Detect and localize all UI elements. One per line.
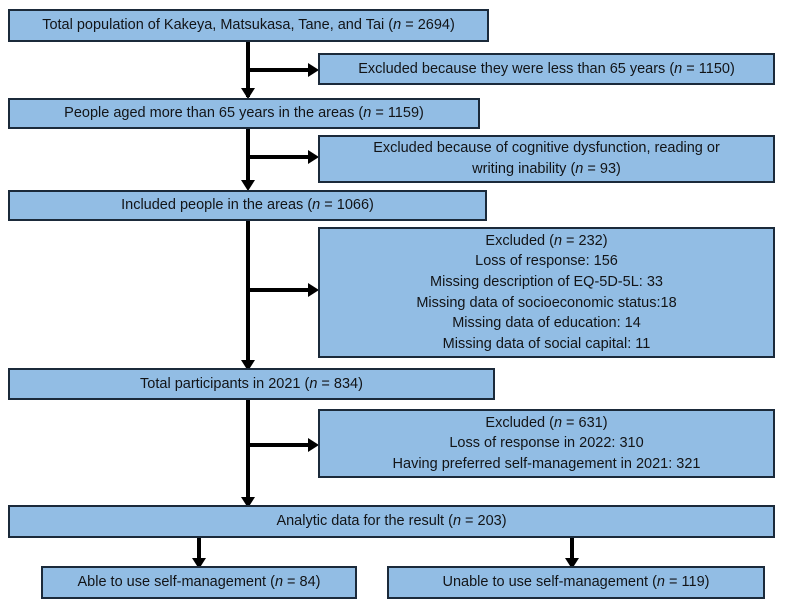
node-total-participants-2021: Total participants in 2021 (n = 834) [8, 368, 495, 400]
node-excluded-under-65-label: Excluded because they were less than 65 … [358, 60, 735, 77]
node-excluded-232-label: Excluded (n = 232) Loss of response: 156… [416, 232, 677, 352]
node-excluded-631-label: Excluded (n = 631) Loss of response in 2… [392, 414, 701, 472]
node-over-65-label: People aged more than 65 years in the ar… [64, 105, 424, 122]
node-included-people: Included people in the areas (n = 1066) [8, 190, 487, 221]
connector-v-5-right [570, 538, 574, 566]
node-analytic-data: Analytic data for the result (n = 203) [8, 505, 775, 538]
node-total-population-label: Total population of Kakeya, Matsukasa, T… [42, 17, 455, 34]
connector-h-4 [246, 443, 312, 447]
node-able-self-management-label: Able to use self-management (n = 84) [77, 574, 321, 591]
arrow-right-1 [308, 63, 319, 77]
arrow-down-2 [241, 180, 255, 191]
node-unable-self-management: Unable to use self-management (n = 119) [387, 566, 765, 599]
node-analytic-data-label: Analytic data for the result (n = 203) [276, 513, 507, 530]
arrow-down-4 [241, 497, 255, 508]
arrow-right-3 [308, 283, 319, 297]
arrow-down-5-right [565, 558, 579, 569]
node-excluded-under-65: Excluded because they were less than 65 … [318, 53, 775, 85]
node-excluded-cognitive-label: Excluded because of cognitive dysfunctio… [373, 140, 720, 177]
node-able-self-management: Able to use self-management (n = 84) [41, 566, 357, 599]
arrow-down-1 [241, 88, 255, 99]
arrow-right-2 [308, 150, 319, 164]
connector-v-5-left [197, 538, 201, 566]
arrow-down-3 [241, 360, 255, 371]
connector-h-3 [246, 288, 312, 292]
node-unable-self-management-label: Unable to use self-management (n = 119) [442, 574, 710, 591]
connector-v-4 [246, 400, 250, 505]
arrow-right-4 [308, 438, 319, 452]
arrow-down-5-left [192, 558, 206, 569]
connector-h-1 [246, 68, 312, 72]
node-excluded-cognitive: Excluded because of cognitive dysfunctio… [318, 135, 775, 183]
node-excluded-631: Excluded (n = 631) Loss of response in 2… [318, 409, 775, 478]
node-total-participants-2021-label: Total participants in 2021 (n = 834) [140, 375, 363, 392]
node-excluded-232: Excluded (n = 232) Loss of response: 156… [318, 227, 775, 358]
node-total-population: Total population of Kakeya, Matsukasa, T… [8, 9, 489, 42]
connector-h-2 [246, 155, 312, 159]
node-included-people-label: Included people in the areas (n = 1066) [121, 197, 374, 214]
node-over-65: People aged more than 65 years in the ar… [8, 98, 480, 129]
connector-v-3 [246, 221, 250, 367]
